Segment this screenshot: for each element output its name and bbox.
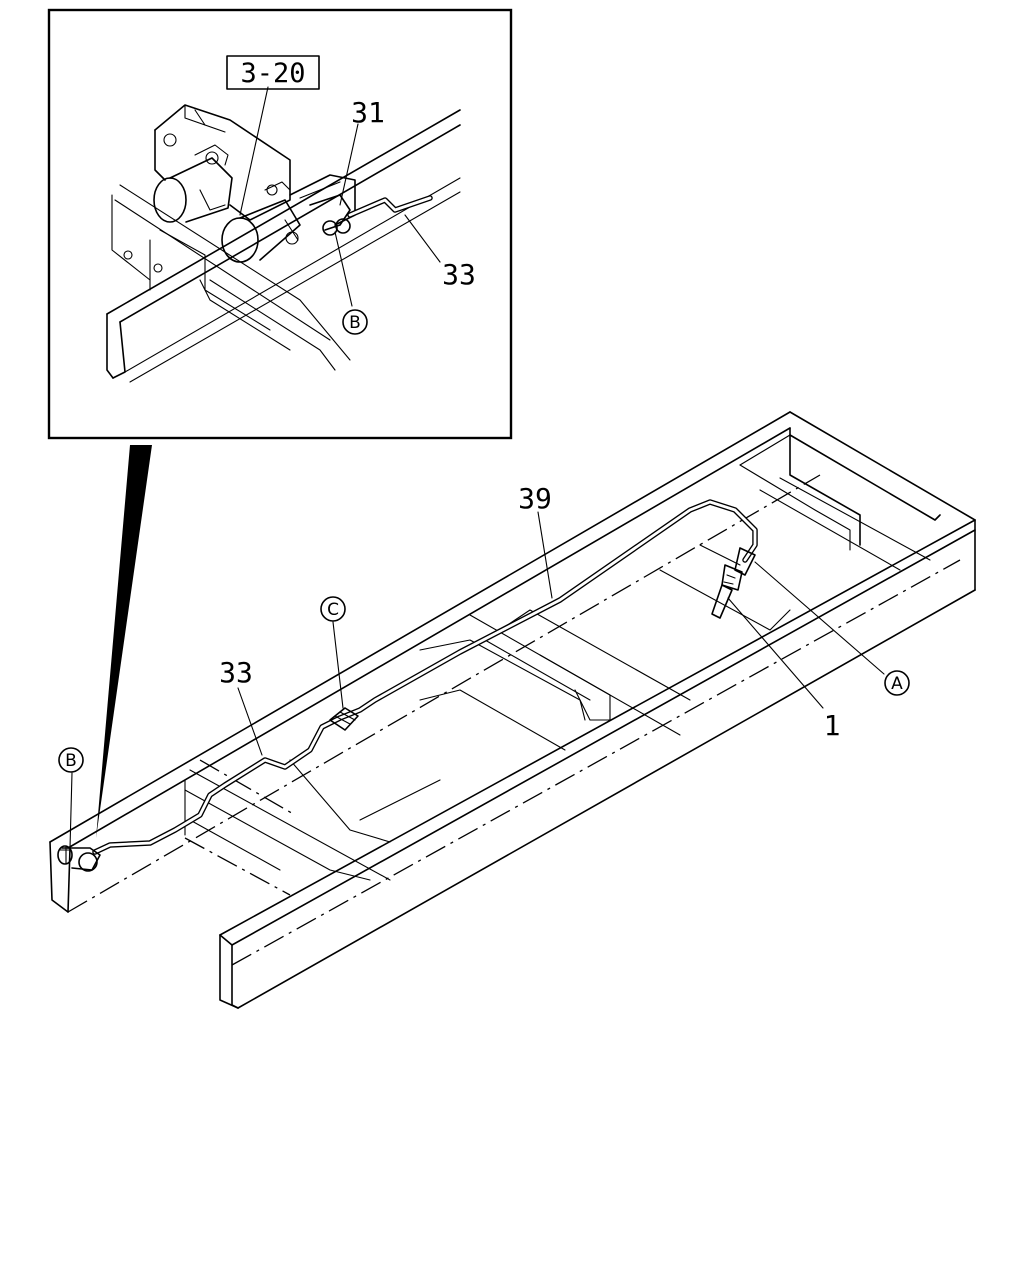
leader-inset-B xyxy=(334,231,353,307)
leader-3-20 xyxy=(239,86,269,216)
rear-cross-member xyxy=(739,434,941,571)
callout-inset-B: B xyxy=(349,313,361,333)
leader-main-33 xyxy=(237,687,263,756)
leader-39 xyxy=(537,511,553,599)
reference-label: 3-20 xyxy=(240,58,305,89)
main-frame-view: 39 33 1 C B A xyxy=(49,411,976,1009)
middle-cross-member xyxy=(469,544,791,736)
leader-main-A xyxy=(754,561,885,675)
callout-main-C: C xyxy=(327,600,339,620)
leader-31 xyxy=(339,123,359,206)
leader-main-1 xyxy=(727,597,824,709)
callout-main-B: B xyxy=(65,751,77,771)
leader-main-C xyxy=(332,621,344,709)
callout-circle-main-C xyxy=(320,596,346,622)
pipe-connector-c xyxy=(329,707,359,731)
left-side-rail xyxy=(49,411,976,913)
right-side-rail xyxy=(219,519,976,1009)
callout-circle-main-A xyxy=(884,670,910,696)
label-main-33: 33 xyxy=(219,656,253,689)
callout-main-A: A xyxy=(891,674,903,694)
leader-main-B xyxy=(69,772,73,849)
label-inset-31: 31 xyxy=(351,96,385,129)
reference-box xyxy=(226,55,320,90)
inset-detail-view: 3-20 31 33 B xyxy=(47,8,513,440)
inset-frame xyxy=(47,8,513,440)
callout-circle-inset-B xyxy=(342,309,368,335)
leader-inset-33 xyxy=(404,214,441,263)
inset-motor-cylinder xyxy=(123,144,301,273)
part-1-valve xyxy=(711,547,756,619)
callout-circle-main-B xyxy=(58,747,84,773)
inset-bracket xyxy=(154,104,291,221)
label-inset-33: 33 xyxy=(442,258,476,291)
inset-pointer xyxy=(96,445,152,838)
inset-frame-rail xyxy=(106,109,461,383)
brake-pipe-run xyxy=(92,499,758,855)
inset-valve-assembly xyxy=(289,174,433,236)
valve-b xyxy=(57,845,101,872)
label-main-39: 39 xyxy=(518,482,552,515)
label-main-1: 1 xyxy=(824,709,841,742)
